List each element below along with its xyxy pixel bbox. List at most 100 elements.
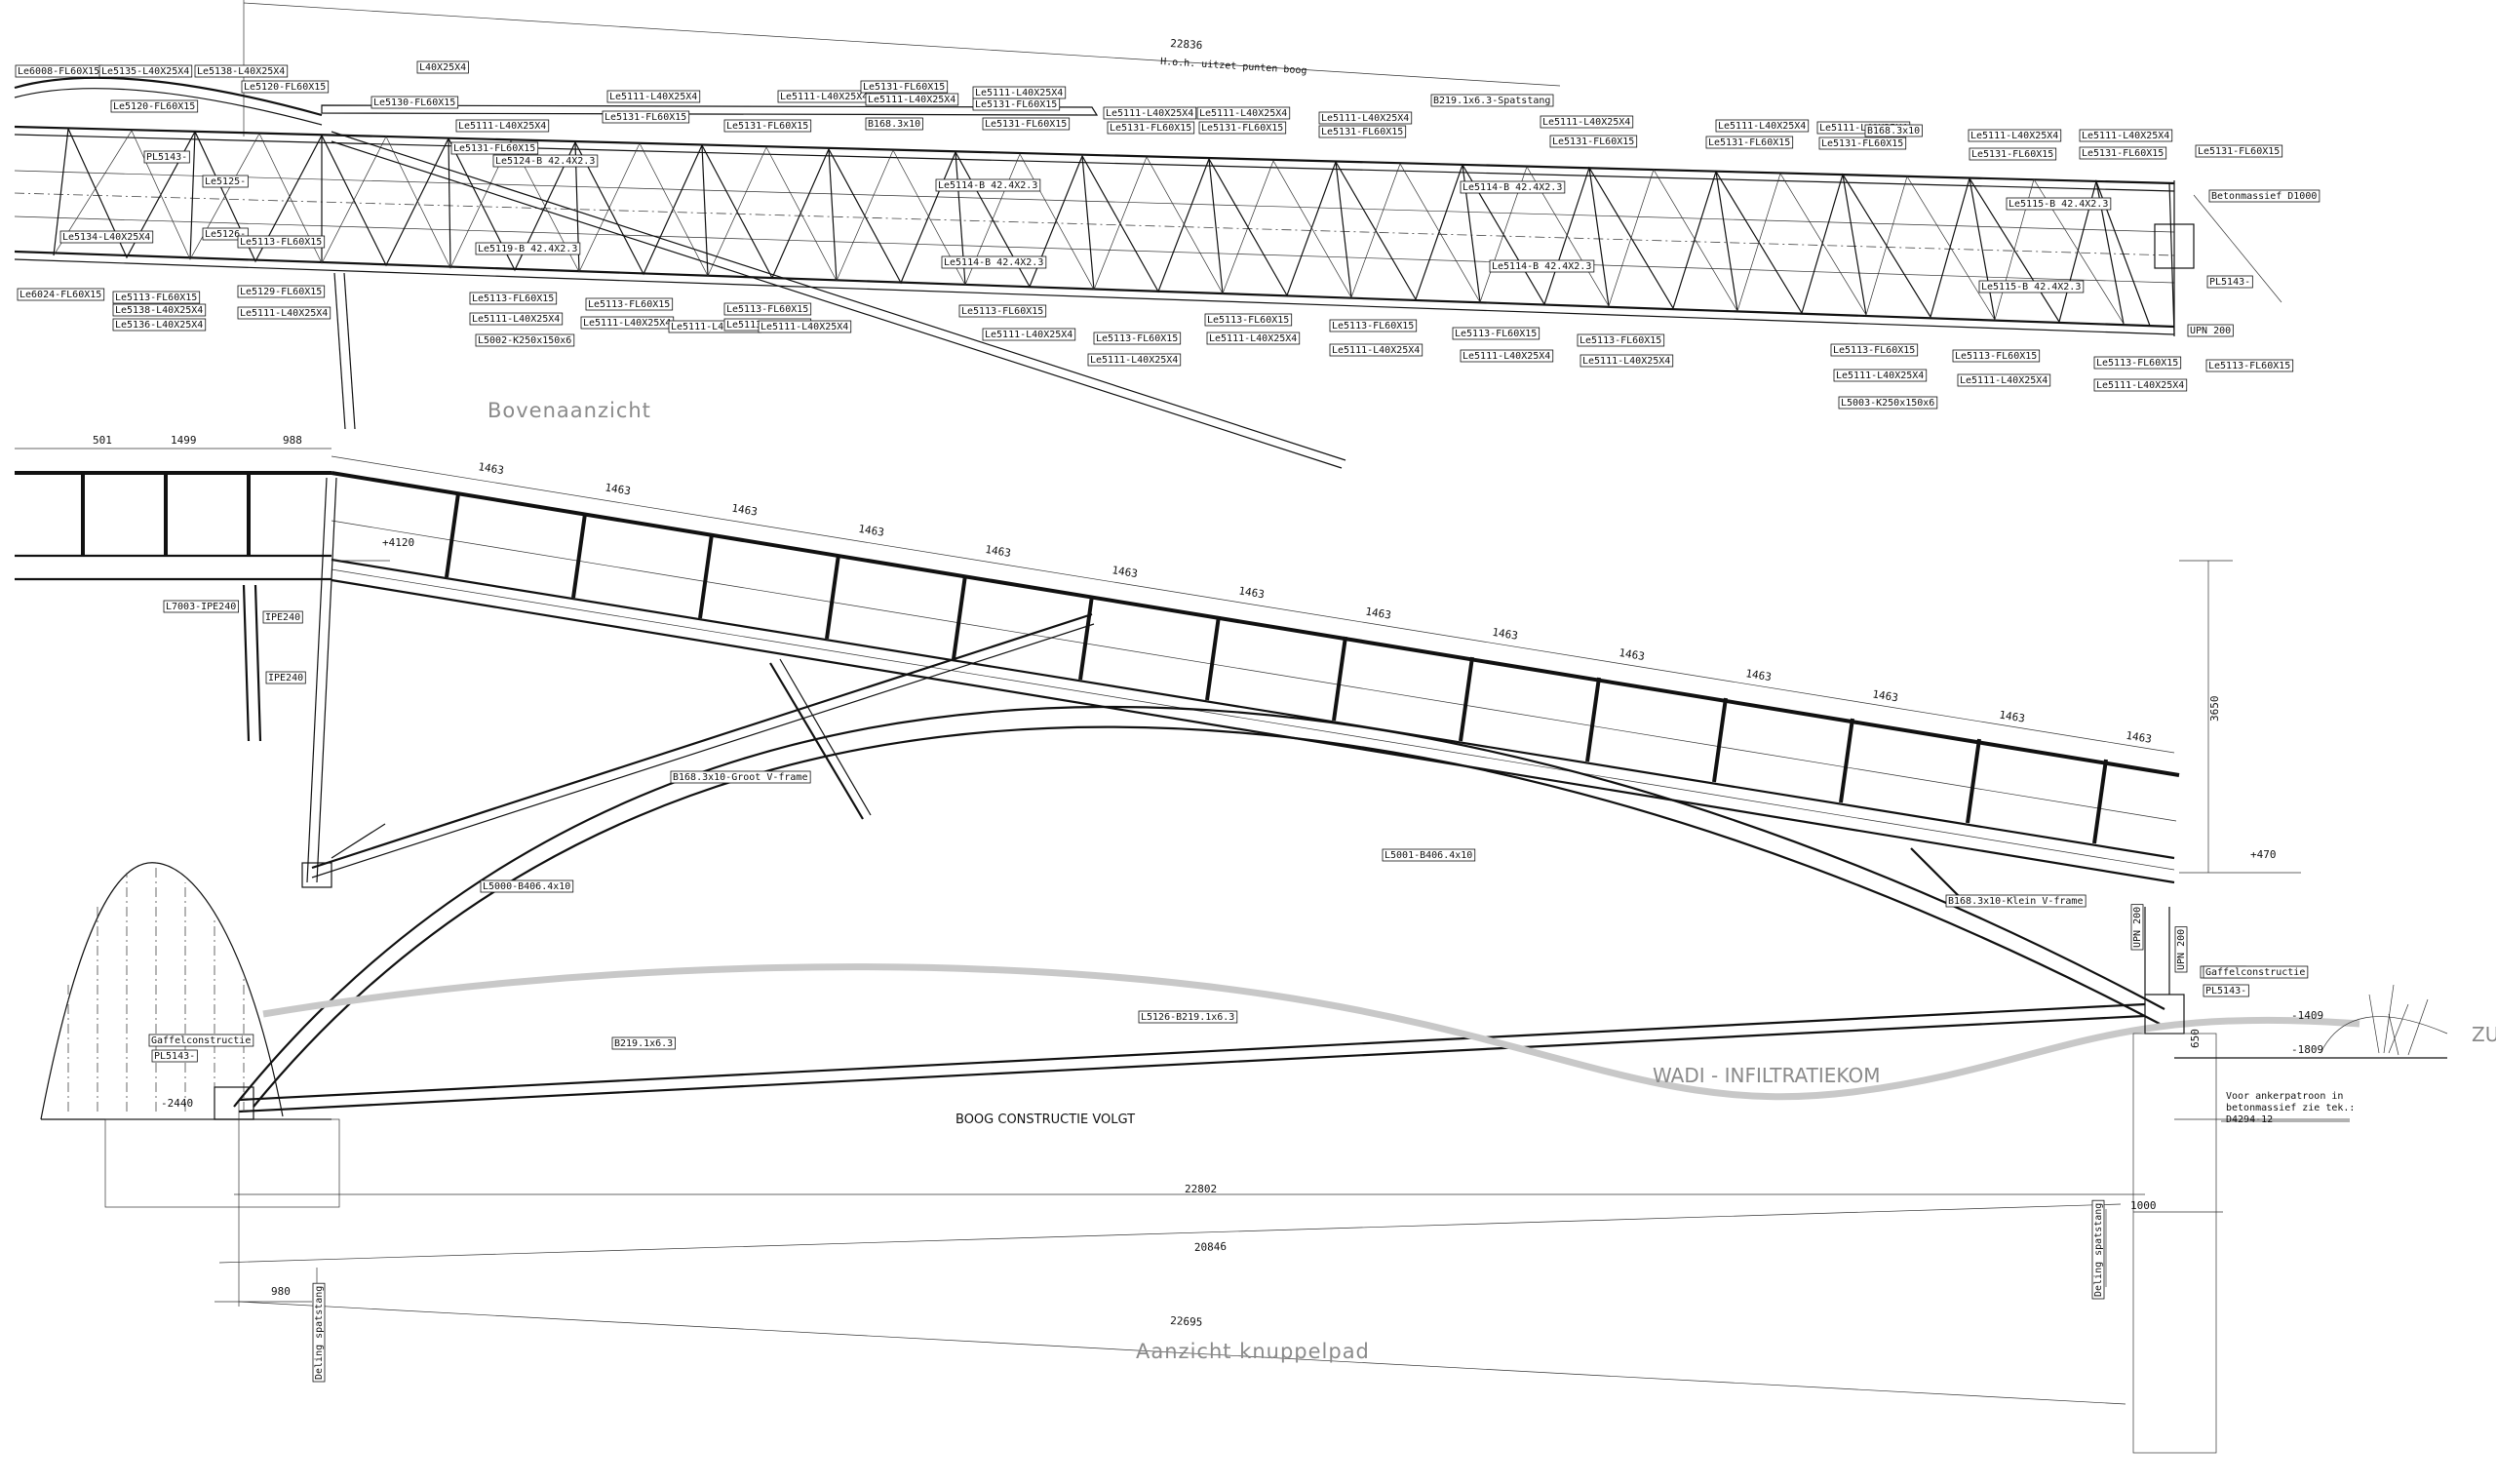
plan-label-83-text: Le5131-FL60X15	[2198, 146, 2280, 157]
plan-label-73: Le5111-L40X25X4	[1968, 129, 2062, 142]
elev-dim-top-5: 1463	[731, 502, 759, 519]
elev-label-13-box	[2203, 965, 2309, 979]
plan-label-30-text: Le5111-L40X25X4	[671, 322, 759, 332]
plan-label-48-text: Le5131-FL60X15	[1201, 123, 1283, 134]
plan-label-53: Le5131-FL60X15	[1318, 125, 1407, 138]
elevation-view: WADI - INFILTRATIEKOM BOOG CONSTRUCTIE V…	[15, 448, 2496, 1454]
plan-label-18-text: Le5111-L40X25X4	[458, 121, 546, 132]
elev-label-7: UPN 200	[2130, 904, 2144, 951]
anchor-note: Voor ankerpatroon in betonmassief zie te…	[2221, 1091, 2355, 1125]
plan-label-83: Le5131-FL60X15	[2195, 144, 2283, 158]
plan-label-59: Le5114-B 42.4X2.3	[1489, 259, 1595, 273]
plan-label-17-text: Le5130-FL60X15	[373, 98, 455, 108]
elev-label-6-text: B168.3x10-Klein V-frame	[1948, 896, 2083, 907]
elev-dim-top-14: 1463	[1872, 687, 1899, 704]
plan-label-19-text: Le5131-FL60X15	[453, 143, 535, 154]
plan-label-82-text: Le5111-L40X25X4	[2096, 380, 2184, 391]
plan-label-41-box	[958, 304, 1047, 318]
plan-label-82: Le5111-L40X25X4	[2093, 378, 2188, 392]
plan-label-67: Le5131-FL60X15	[1705, 136, 1794, 149]
ground-profile	[262, 963, 2360, 1101]
plan-label-43: Le5113-FL60X15	[1093, 332, 1182, 345]
plan-label-32-box	[723, 302, 812, 316]
elev-level-0: -2440	[161, 1097, 193, 1110]
plan-label-50-box	[972, 98, 1061, 111]
deck-top	[331, 558, 2175, 860]
plan-label-1-box	[98, 64, 193, 78]
elev-label-9: Gaffelconstructie	[148, 1034, 254, 1047]
plan-label-38: Le5131-FL60X15	[982, 117, 1071, 131]
elev-dim-top-13: 1463	[1745, 667, 1773, 683]
plan-label-58-box	[1329, 343, 1424, 357]
plan-label-53-text: Le5131-FL60X15	[1321, 127, 1403, 137]
plan-label-67-text: Le5131-FL60X15	[1708, 137, 1790, 148]
elev-dim-height: 3650	[2208, 696, 2221, 722]
plan-label-46: Le5131-FL60X15	[1107, 121, 1195, 135]
elev-label-16-box	[2091, 1199, 2105, 1300]
plan-label-25-box	[469, 292, 558, 305]
plan-label-35: Le5131-FL60X15	[860, 80, 949, 94]
plan-label-89: B168.3x10	[1864, 124, 1923, 137]
plan-label-15-box	[237, 306, 332, 320]
plan-label-69: Le5131-FL60X15	[1818, 137, 1907, 150]
elev-dim-top-11: 1463	[1492, 626, 1519, 643]
plan-label-73-text: Le5111-L40X25X4	[1970, 131, 2058, 141]
elev-dim-top-8: 1463	[1112, 564, 1139, 580]
plan-label-84-box	[2208, 189, 2320, 203]
elev-level-left: +4120	[382, 536, 414, 549]
plan-label-4-text: Le5120-FL60X15	[244, 82, 326, 93]
elev-label-2: IPE240	[265, 671, 306, 684]
plan-label-24-text: Le5119-B 42.4X2.3	[478, 244, 577, 254]
elev-label-12-box	[611, 1036, 676, 1050]
plan-label-8-text: Le5134-L40X25X4	[62, 232, 150, 243]
plan-label-89-text: B168.3x10	[1867, 126, 1920, 137]
plan-label-2: Le5138-L40X25X4	[194, 64, 289, 78]
wadi-label: WADI - INFILTRATIEKOM	[1653, 1064, 1880, 1087]
plan-label-12-box	[112, 318, 207, 332]
elev-label-16: Deling spatstang	[2091, 1199, 2105, 1300]
elev-label-5-box	[480, 879, 574, 893]
plan-label-60: Le5113-FL60X15	[1452, 327, 1540, 340]
plan-label-75: Le5115-B 42.4X2.3	[2006, 197, 2112, 211]
plan-label-21-text: Le5131-FL60X15	[604, 112, 686, 123]
plan-label-31-text: Le5131-FL60X15	[726, 121, 808, 132]
plan-label-10: Le5113-FL60X15	[112, 291, 201, 304]
plan-label-66: Le5111-L40X25X4	[1715, 119, 1810, 133]
plan-label-61-text: Le5111-L40X25X4	[1462, 351, 1550, 362]
plan-label-68-text: Le5111-L40X25X4	[1819, 123, 1907, 134]
plan-label-86-text: Le5113-FL60X15	[2208, 361, 2290, 371]
plan-label-60-box	[1452, 327, 1540, 340]
plan-label-14-box	[237, 285, 326, 298]
elev-label-9-text: Gaffelconstructie	[151, 1035, 251, 1046]
elev-label-9-box	[148, 1034, 254, 1047]
elev-label-7-box	[2130, 904, 2144, 951]
main-arch-outer	[233, 705, 2165, 1108]
plan-label-22: Le5111-L40X25X4	[777, 90, 872, 103]
elev-label-10-text: PL5143-	[154, 1051, 195, 1062]
elevation-labels: L7003-IPE240IPE240IPE240B168.3x10-Groot …	[148, 600, 2309, 1383]
plan-label-15-text: Le5111-L40X25X4	[240, 308, 328, 319]
plan-label-86-box	[2205, 359, 2294, 372]
plan-label-16-box	[416, 60, 469, 74]
truss-bottom-chord-2	[14, 258, 2175, 335]
plan-label-54-text: Le5114-B 42.4X2.3	[1462, 182, 1562, 193]
anchor-note-line-1: Voor ankerpatroon in	[2226, 1091, 2343, 1102]
ipe-column-b	[254, 584, 262, 742]
truss-inner-2	[14, 215, 2175, 284]
plan-label-20-box	[606, 90, 701, 103]
elev-label-5-text: L5000-B406.4x10	[483, 881, 570, 892]
plan-label-34-text: Le5111-L40X25X4	[760, 322, 848, 332]
plan-label-70: Le5113-FL60X15	[1830, 343, 1919, 357]
plan-label-35-text: Le5131-FL60X15	[863, 82, 945, 93]
plan-label-15: Le5111-L40X25X4	[237, 306, 332, 320]
v-frame-large-a	[311, 612, 1093, 870]
elev-label-10-box	[151, 1049, 198, 1063]
zu-label: ZU	[2472, 1023, 2496, 1046]
plan-label-43-box	[1093, 332, 1182, 345]
truss-members	[53, 128, 2175, 335]
plan-label-83-box	[2195, 144, 2283, 158]
deck-bottom	[331, 578, 2175, 884]
plan-label-19: Le5131-FL60X15	[450, 141, 539, 155]
